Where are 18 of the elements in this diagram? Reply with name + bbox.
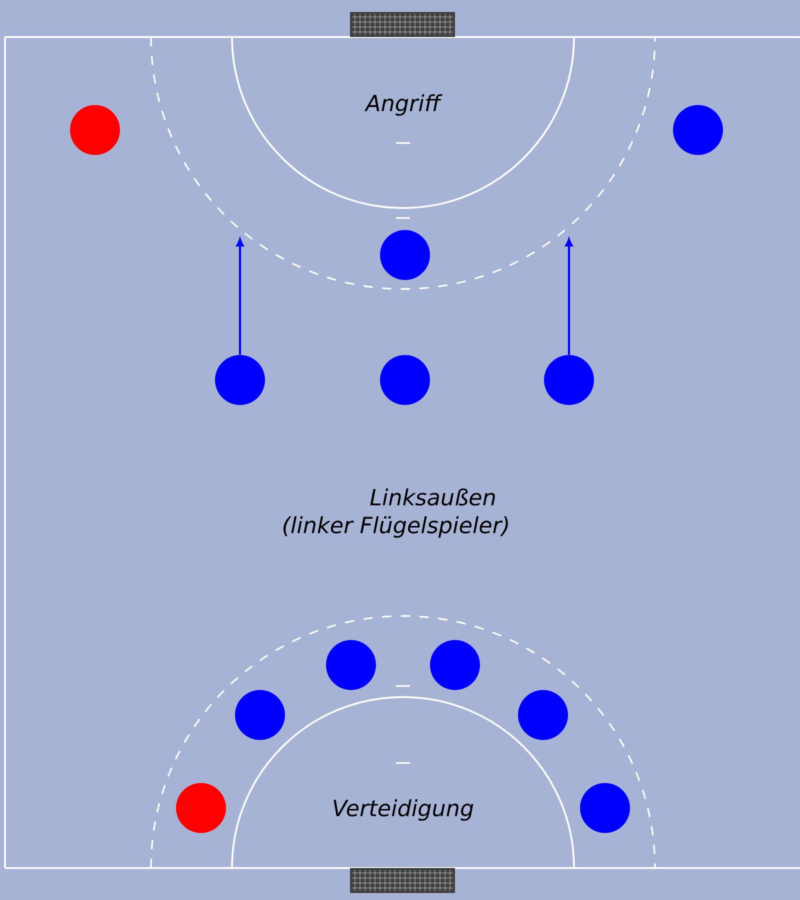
- player-marker: [215, 355, 265, 405]
- player-marker: [673, 105, 723, 155]
- player-marker: [70, 105, 120, 155]
- player-marker: [176, 783, 226, 833]
- player-marker: [380, 230, 430, 280]
- arrow: [236, 238, 244, 355]
- field-label: Verteidigung: [334, 799, 474, 821]
- player-marker: [430, 640, 480, 690]
- player-marker: [544, 355, 594, 405]
- player-marker: [380, 355, 430, 405]
- player-marker: [326, 640, 376, 690]
- player-marker: [235, 690, 285, 740]
- field-label: (linker Flügelspieler): [284, 516, 508, 538]
- field-label: Angriff: [364, 94, 442, 116]
- arrow: [565, 238, 573, 355]
- player-marker: [580, 783, 630, 833]
- player-marker: [518, 690, 568, 740]
- field-label: Linksaußen: [370, 488, 495, 506]
